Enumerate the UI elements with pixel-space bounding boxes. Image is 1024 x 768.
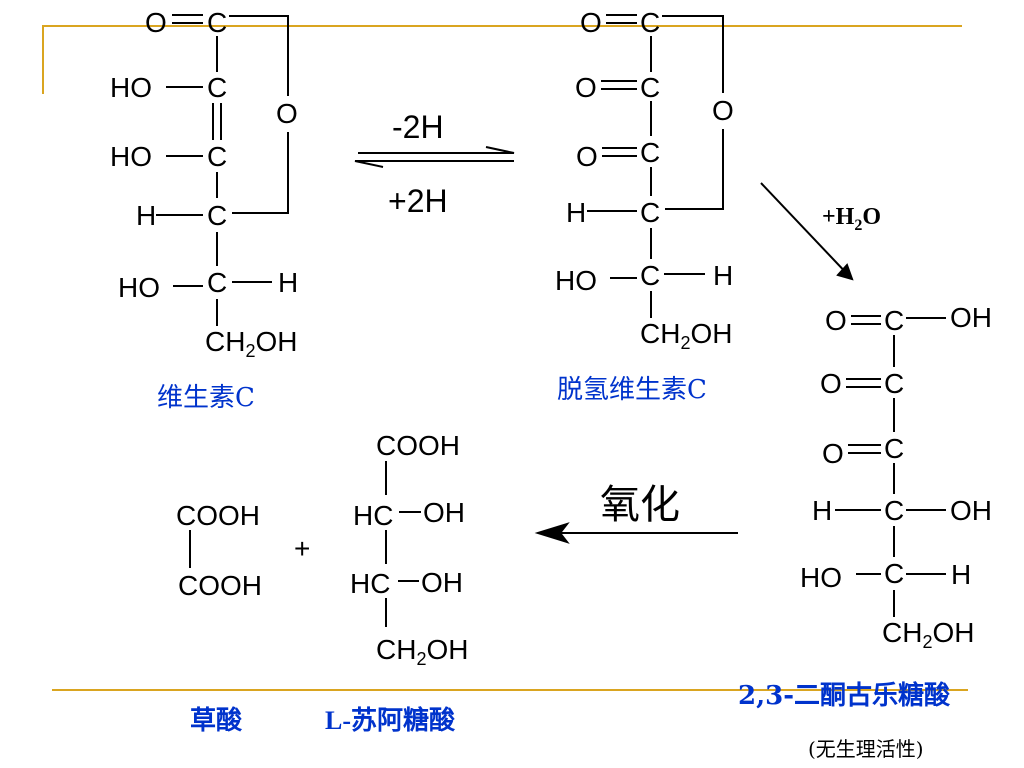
caption-no-activity: (无生理活性) xyxy=(808,737,924,761)
atom-ch2oh: CH2OH xyxy=(640,318,732,353)
atom-c: C xyxy=(884,558,904,589)
atom-c: C xyxy=(640,7,660,38)
ring-bond xyxy=(665,129,724,210)
slide-decoration xyxy=(42,25,968,691)
caption-oxalic-acid: 草酸 xyxy=(190,706,243,736)
atom-c: C xyxy=(640,137,660,168)
atom-h: H xyxy=(713,260,733,291)
arrow-head xyxy=(534,522,570,544)
atom-c: C xyxy=(640,260,660,291)
atom-c: C xyxy=(884,495,904,526)
caption-dehydro-vitamin-c: 脱氢维生素C xyxy=(557,375,707,405)
ring-bond xyxy=(232,132,289,214)
label-minus-2h: -2H xyxy=(392,109,444,145)
atom-cooh: COOH xyxy=(178,570,262,601)
atom-c: C xyxy=(207,267,227,298)
atom-o: O xyxy=(825,305,847,336)
atom-c: C xyxy=(640,72,660,103)
caption-diketogulonic-acid: 2,3-二酮古乐糖酸 xyxy=(738,680,951,711)
atom-c: C xyxy=(640,197,660,228)
atom-ring-o: O xyxy=(712,95,734,126)
oxidation-arrow: 氧化 xyxy=(534,482,738,544)
molecule-diketogulonic-acid: O C OH O C O C H C OH HO C H CH2OH xyxy=(800,302,992,652)
ring-bond xyxy=(229,15,289,96)
arrow-shaft xyxy=(760,182,853,280)
label-plus-2h: +2H xyxy=(388,183,448,219)
atom-hc: HC xyxy=(350,568,390,599)
reversible-arrow: -2H +2H xyxy=(354,109,515,219)
molecule-vitamin-c: O C HO C O HO C H C HO C H CH2OH xyxy=(110,7,298,361)
atom-h: H xyxy=(566,197,586,228)
atom-oh: OH xyxy=(423,497,465,528)
plus-sign: + xyxy=(294,533,310,564)
atom-oh: OH xyxy=(950,302,992,333)
atom-o: O xyxy=(820,368,842,399)
atom-cooh: COOH xyxy=(176,500,260,531)
atom-h: H xyxy=(951,559,971,590)
molecule-dehydro-vitamin-c: O C O C O O C H C HO C H CH2OH xyxy=(555,7,734,353)
atom-ch2oh: CH2OH xyxy=(376,634,468,669)
atom-ho: HO xyxy=(800,562,842,593)
atom-ho: HO xyxy=(555,265,597,296)
atom-ring-o: O xyxy=(276,98,298,129)
atom-h: H xyxy=(812,495,832,526)
atom-o: O xyxy=(145,7,167,38)
atom-o: O xyxy=(580,7,602,38)
atom-c: C xyxy=(884,433,904,464)
atom-oh: OH xyxy=(421,567,463,598)
atom-hc: HC xyxy=(353,500,393,531)
atom-h: H xyxy=(136,200,156,231)
atom-cooh: COOH xyxy=(376,430,460,461)
atom-c: C xyxy=(884,305,904,336)
molecule-oxalic-acid: COOH COOH xyxy=(176,500,262,601)
molecule-threonic-acid: COOH HC OH HC OH CH2OH xyxy=(350,430,468,669)
caption-threonic-acid: L-苏阿糖酸 xyxy=(325,705,456,736)
atom-o: O xyxy=(576,141,598,172)
arrow-reverse xyxy=(354,160,514,168)
label-oxidation: 氧化 xyxy=(600,482,680,528)
atom-ch2oh: CH2OH xyxy=(882,617,974,652)
caption-vitamin-c: 维生素C xyxy=(157,383,255,413)
ring-bond xyxy=(662,15,724,93)
atom-ho: HO xyxy=(118,272,160,303)
atom-c: C xyxy=(207,141,227,172)
atom-o: O xyxy=(822,438,844,469)
atom-c: C xyxy=(884,368,904,399)
atom-c: C xyxy=(207,72,227,103)
atom-o: O xyxy=(575,72,597,103)
arrow-forward xyxy=(358,146,515,154)
hydration-arrow: +H2O xyxy=(760,182,881,281)
atom-ho: HO xyxy=(110,141,152,172)
top-accent-line xyxy=(42,25,962,94)
label-plus-h2o: +H2O xyxy=(822,204,881,234)
atom-ch2oh: CH2OH xyxy=(205,326,297,361)
atom-c: C xyxy=(207,200,227,231)
atom-ho: HO xyxy=(110,72,152,103)
atom-c: C xyxy=(207,7,227,38)
atom-h: H xyxy=(278,267,298,298)
arrow-head xyxy=(836,263,854,281)
atom-oh: OH xyxy=(950,495,992,526)
